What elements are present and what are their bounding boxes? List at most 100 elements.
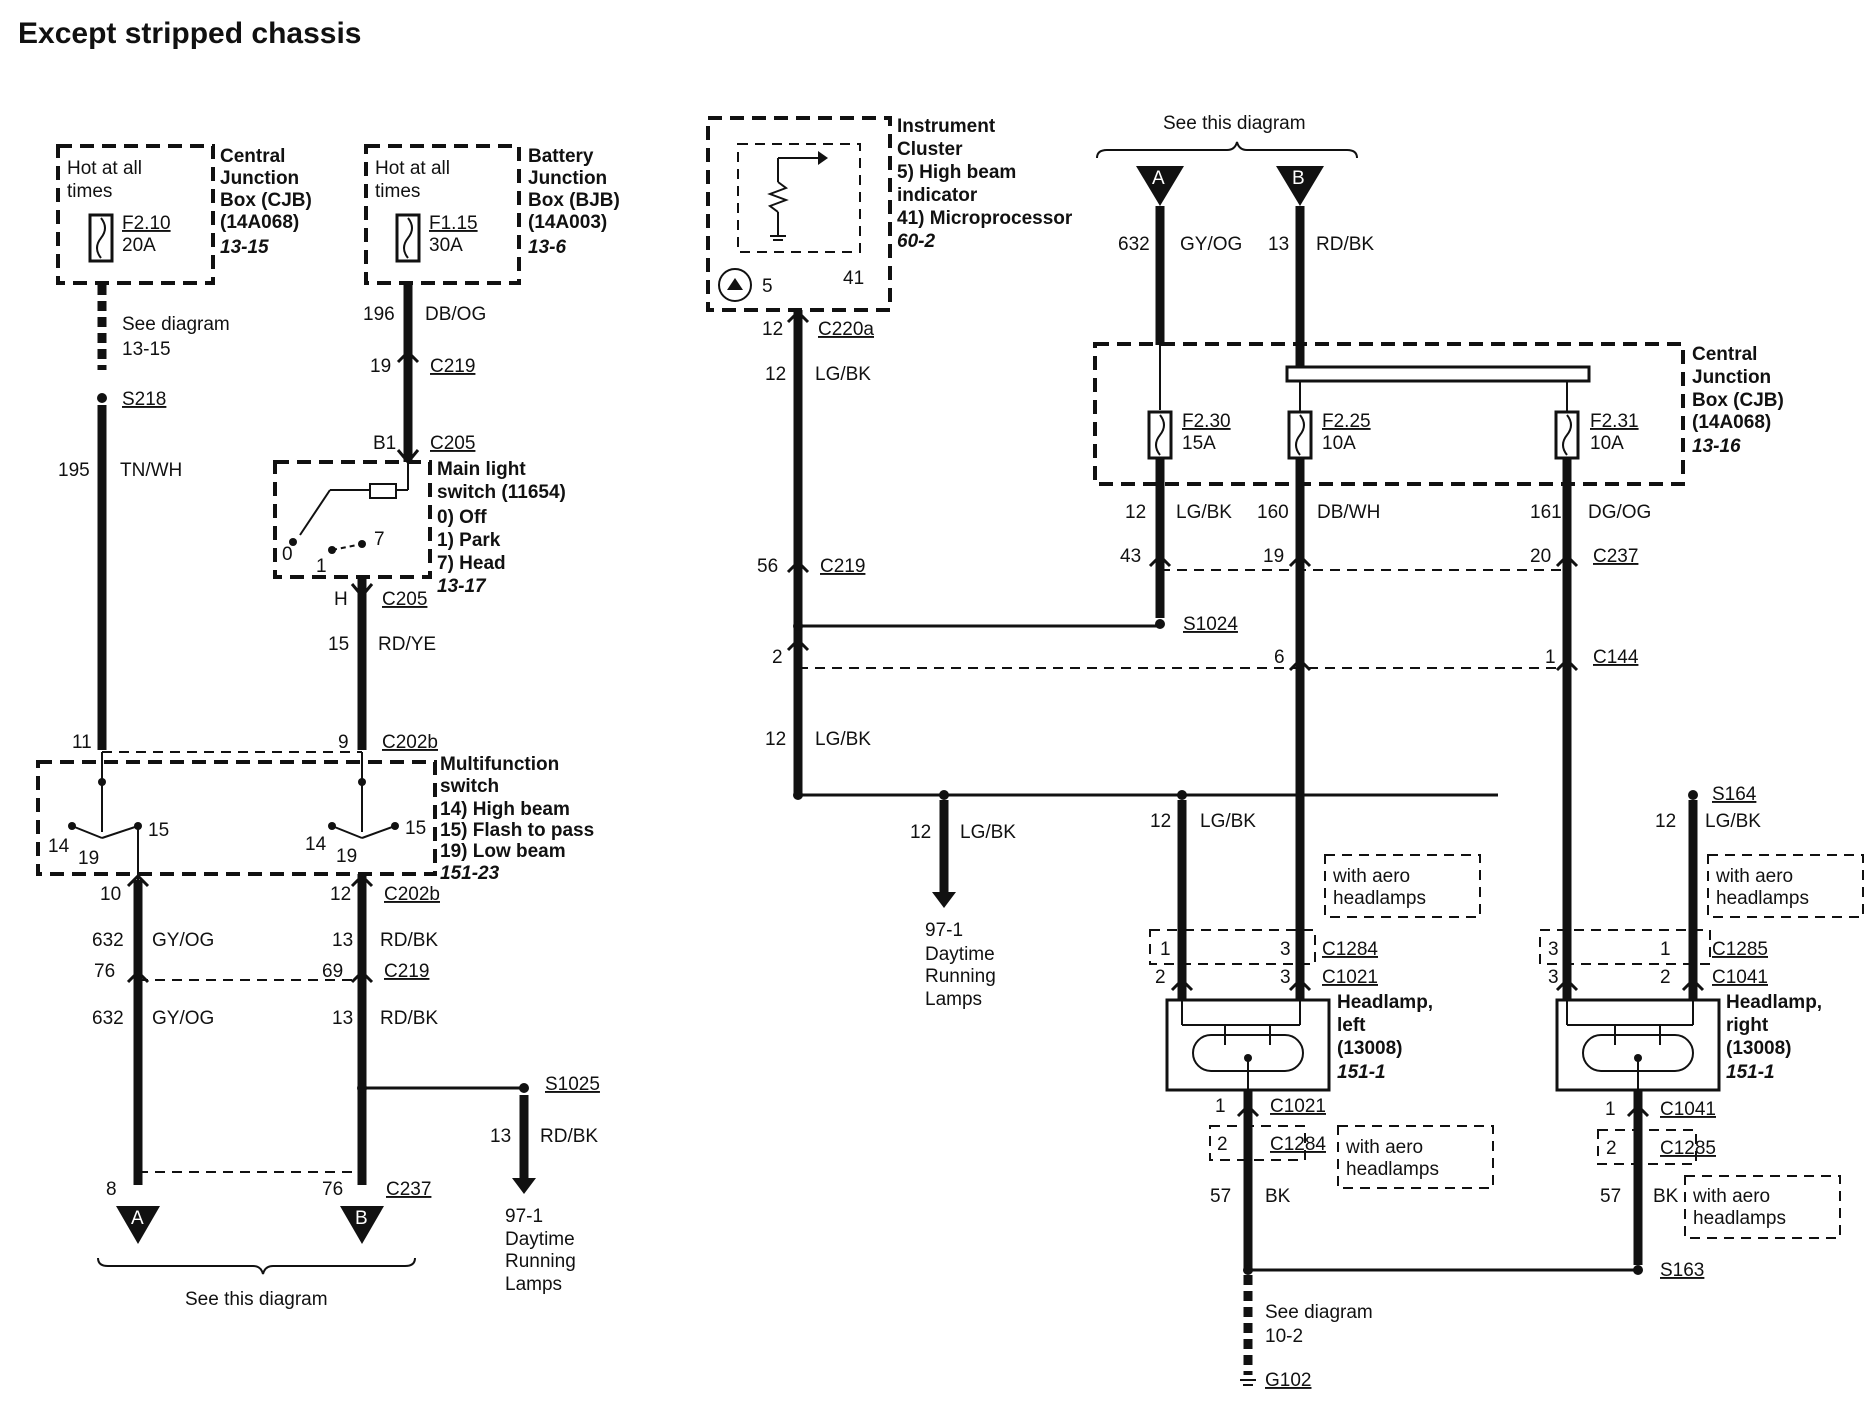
svg-text:(14A068): (14A068): [220, 212, 299, 233]
svg-text:3: 3: [1280, 967, 1291, 988]
svg-text:C237: C237: [386, 1179, 431, 1200]
svg-text:(13008): (13008): [1726, 1038, 1792, 1059]
svg-text:S164: S164: [1712, 784, 1757, 805]
svg-text:C1021: C1021: [1322, 967, 1378, 988]
svg-text:Multifunction: Multifunction: [440, 754, 559, 775]
svg-text:151-1: 151-1: [1726, 1062, 1775, 1083]
svg-text:196: 196: [363, 304, 395, 325]
svg-text:5) High beam: 5) High beam: [897, 162, 1016, 183]
wire-12-right-lamp: S164 1 2 LG/BK: [1655, 784, 1761, 1000]
svg-text:with aero: with aero: [1692, 1186, 1770, 1207]
svg-text:56: 56: [757, 556, 778, 577]
headlamp-left-connectors: 1 3 C1284 2 3 C1021: [1149, 929, 1378, 992]
wire-lgbk-mid: 12 C220a 12 LG/BK 56 C219 2 12 LG/BK: [757, 309, 1570, 800]
svg-text:2: 2: [1660, 967, 1671, 988]
fuse-icon: [88, 213, 114, 263]
svg-text:Running: Running: [505, 1251, 576, 1272]
svg-text:(14A003): (14A003): [528, 212, 607, 233]
cjb-left-box: Hot at all times F2.10 20A Central Junct…: [56, 144, 312, 285]
svg-text:headlamps: headlamps: [1693, 1208, 1786, 1229]
fuse-icon: [395, 213, 421, 263]
svg-text:10A: 10A: [1322, 433, 1356, 454]
svg-text:11: 11: [72, 732, 92, 753]
svg-text:30A: 30A: [429, 235, 463, 256]
svg-text:See this diagram: See this diagram: [1163, 113, 1306, 134]
svg-text:60-2: 60-2: [897, 231, 935, 252]
svg-text:C1041: C1041: [1712, 967, 1768, 988]
svg-text:Box (BJB): Box (BJB): [528, 190, 620, 211]
svg-text:19: 19: [1263, 546, 1284, 567]
connector-b-top: B: [1276, 166, 1324, 206]
svg-text:13-16: 13-16: [1692, 436, 1741, 457]
wire-13-drl: S1025 13 RD/BK 97-1 Daytime Running Lamp…: [490, 1074, 600, 1295]
svg-text:with aero: with aero: [1332, 866, 1410, 887]
svg-text:Central: Central: [1692, 344, 1757, 365]
svg-text:3: 3: [1280, 939, 1291, 960]
svg-text:632: 632: [92, 930, 124, 951]
multifunction-switch: 14 19 15 14 19 15 Multifunction switch 1…: [36, 752, 594, 884]
svg-text:LG/BK: LG/BK: [1200, 811, 1256, 832]
svg-text:C202b: C202b: [382, 732, 438, 753]
svg-text:9: 9: [338, 732, 349, 753]
svg-text:F2.25: F2.25: [1322, 411, 1371, 432]
svg-text:S163: S163: [1660, 1260, 1704, 1281]
svg-text:13-6: 13-6: [528, 237, 566, 258]
svg-text:C205: C205: [382, 589, 427, 610]
svg-text:12: 12: [765, 364, 786, 385]
svg-text:3: 3: [1548, 939, 1559, 960]
svg-text:3: 3: [1548, 967, 1559, 988]
svg-text:15: 15: [328, 634, 349, 655]
svg-text:See this diagram: See this diagram: [185, 1289, 328, 1310]
svg-text:5: 5: [762, 276, 773, 297]
svg-text:headlamps: headlamps: [1716, 888, 1809, 909]
svg-text:Box (CJB): Box (CJB): [1692, 390, 1784, 411]
svg-text:13: 13: [332, 1008, 353, 1029]
svg-text:C144: C144: [1593, 647, 1639, 668]
svg-text:LG/BK: LG/BK: [960, 822, 1016, 843]
svg-text:F2.10: F2.10: [122, 213, 171, 234]
svg-text:97-1: 97-1: [505, 1206, 543, 1227]
svg-text:13-17: 13-17: [437, 576, 487, 597]
svg-text:S1024: S1024: [1183, 614, 1238, 635]
svg-text:C220a: C220a: [818, 319, 874, 340]
svg-text:C1284: C1284: [1270, 1134, 1326, 1155]
wire-12-lgbk-right: 12 LG/BK 43 S1024: [1120, 458, 1238, 635]
lamp-icon: [718, 268, 752, 302]
wire-13-left: 12 C202b 13 RD/BK 69 C219 13 RD/BK 76 C2…: [138, 873, 529, 1200]
svg-text:headlamps: headlamps: [1333, 888, 1426, 909]
svg-text:151-23: 151-23: [440, 863, 500, 884]
svg-text:RD/BK: RD/BK: [1316, 234, 1374, 255]
svg-text:19: 19: [78, 848, 99, 869]
svg-text:2: 2: [1217, 1134, 1228, 1155]
svg-text:41: 41: [843, 268, 864, 289]
svg-text:times: times: [375, 181, 420, 202]
svg-text:C237: C237: [1593, 546, 1638, 567]
svg-text:A: A: [131, 1208, 144, 1229]
svg-text:LG/BK: LG/BK: [1705, 811, 1761, 832]
svg-text:RD/BK: RD/BK: [380, 930, 438, 951]
brace-bottom-left: See this diagram: [97, 1257, 416, 1310]
svg-text:B1: B1: [373, 433, 396, 454]
svg-text:C1284: C1284: [1322, 939, 1378, 960]
svg-text:RD/YE: RD/YE: [378, 634, 436, 655]
svg-text:with aero: with aero: [1715, 866, 1793, 887]
wire-13-right: 13 RD/BK: [1268, 206, 1374, 367]
ground-wire-right: 1 C1041 2 C1285 with aero headlamps 57 B…: [1597, 1090, 1841, 1281]
cjb-right-box: F2.30 15A F2.25 10A F2.31 10A Central Ju…: [1093, 342, 1784, 486]
svg-text:76: 76: [322, 1179, 343, 1200]
aero-note-right: with aero headlamps: [1707, 854, 1864, 918]
wire-161: 161 DG/OG 20 C237 1 C144: [1160, 458, 1651, 1000]
instrument-cluster: 5 41 Instrument Cluster 5) High beam ind…: [706, 116, 1073, 312]
svg-text:left: left: [1337, 1015, 1366, 1036]
svg-text:Running: Running: [925, 966, 996, 987]
wire-196: 196 DB/OG 19 C219 B1 C205: [363, 283, 486, 465]
svg-text:Daytime: Daytime: [925, 944, 995, 965]
svg-text:Headlamp,: Headlamp,: [1337, 992, 1433, 1013]
svg-text:19) Low beam: 19) Low beam: [440, 841, 566, 862]
svg-text:6: 6: [1274, 647, 1285, 668]
svg-text:RD/BK: RD/BK: [380, 1008, 438, 1029]
svg-text:right: right: [1726, 1015, 1769, 1036]
svg-text:1: 1: [1660, 939, 1671, 960]
svg-text:10: 10: [100, 884, 121, 905]
svg-text:GY/OG: GY/OG: [152, 930, 214, 951]
